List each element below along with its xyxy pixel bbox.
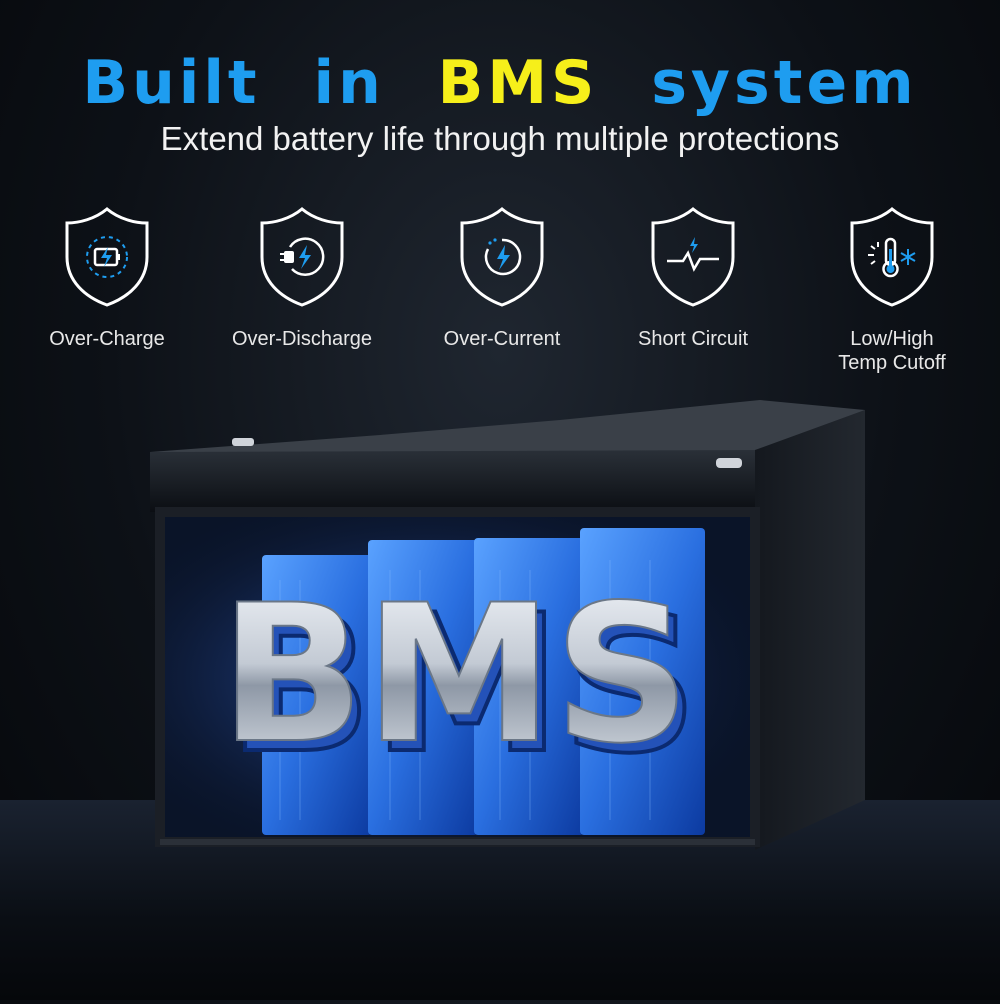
feature-over-discharge: Over-Discharge: [212, 205, 392, 351]
thermometer-icon: [850, 207, 934, 307]
protection-features: Over-Charge Over-Discharge Over-Current: [0, 205, 1000, 385]
feature-over-charge: Over-Charge: [17, 205, 197, 351]
battery-graphic: BMS BMS: [150, 400, 865, 850]
feature-label-line2: Temp Cutoff: [838, 352, 946, 374]
battery-illustration: BMS BMS: [0, 380, 1000, 1000]
cell-4: [580, 528, 705, 835]
terminal-right: [716, 458, 742, 468]
battery-lid-front: [150, 450, 755, 512]
page-subtitle: Extend battery life through multiple pro…: [160, 120, 840, 157]
plug-discharge-icon: [260, 207, 344, 307]
cell-2: [368, 540, 478, 835]
feature-label: Low/High Temp Cutoff: [802, 327, 982, 375]
current-bolt-icon: [460, 207, 544, 307]
feature-label-line1: Low/High: [850, 328, 934, 350]
battery-charge-icon: [65, 207, 149, 307]
title-word-built: Built: [82, 48, 261, 118]
svg-text:BMS: BMS: [228, 574, 699, 795]
battery-case-side: [755, 410, 865, 850]
feature-label: Over-Current: [443, 328, 561, 350]
feature-label: Over-Charge: [49, 328, 165, 350]
cell-3: [474, 538, 584, 835]
bms-logo-text: BMS: [220, 564, 691, 785]
page-title: Built in BMS system: [0, 48, 1000, 118]
feature-label: Over-Discharge: [231, 328, 373, 350]
feature-label: Short Circuit: [637, 328, 749, 350]
feature-short-circuit: Short Circuit: [603, 205, 783, 351]
title-word-in: in: [313, 48, 385, 118]
terminal-left: [232, 438, 254, 446]
battery-cells: [262, 528, 705, 835]
feature-temp-cutoff: Low/High Temp Cutoff: [802, 205, 982, 375]
pulse-wave-icon: [651, 207, 735, 307]
title-word-system: system: [651, 48, 918, 118]
feature-over-current: Over-Current: [412, 205, 592, 351]
cell-1: [262, 555, 372, 835]
title-word-bms: BMS: [437, 48, 599, 118]
